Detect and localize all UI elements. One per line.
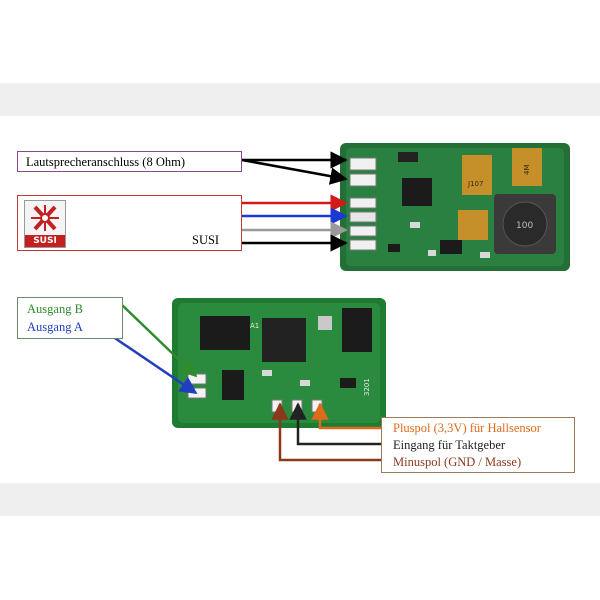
output-b-arrow [121,304,198,378]
clock-label: Eingang für Taktgeber [393,438,506,452]
susi-wires [242,194,348,252]
minus-arrow [271,402,382,462]
speaker-label-box: Lautsprecheranschluss (8 Ohm) [17,151,242,172]
plus-label: Pluspol (3,3V) für Hallsensor [393,421,541,435]
cap-mark-1: J107 [467,180,483,188]
plus-arrow [311,402,382,430]
susi-logo-text: SUSI [25,235,65,247]
inductor-mark: 100 [516,221,533,231]
top-decoder-board: J107 4M 100 [340,143,570,271]
susi-logo: SUSI [24,200,66,248]
susi-box: SUSI SUSI [17,195,242,251]
susi-label: SUSI [192,233,220,247]
bottom-band [0,483,600,516]
hall-sensor-labels-box: Pluspol (3,3V) für Hallsensor Eingang fü… [381,417,575,473]
output-b-label: Ausgang B [27,302,83,316]
board-mark-1: A1 [250,322,259,330]
bottom-decoder-board: A1 3201 [172,298,386,428]
minus-label: Minuspol (GND / Masse) [393,455,522,469]
output-labels-box: Ausgang B Ausgang A [17,297,123,339]
clock-arrow [289,402,382,446]
top-band [0,83,600,116]
cap-mark-2: 4M [523,165,531,176]
output-a-label: Ausgang A [27,320,83,334]
board-mark-2: 3201 [363,378,371,396]
speaker-wires [241,151,348,185]
speaker-label: Lautsprecheranschluss (8 Ohm) [26,155,185,169]
